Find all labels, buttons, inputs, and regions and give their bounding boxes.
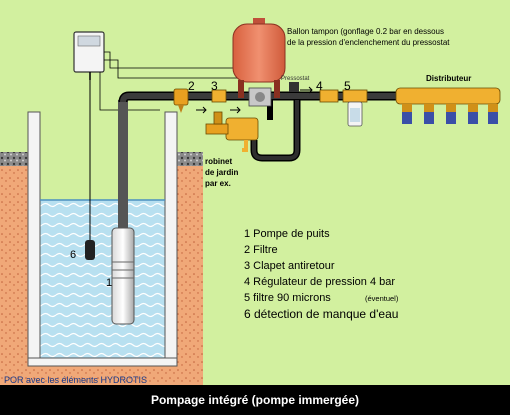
legend-item-2: 2 Filtre (244, 244, 278, 256)
loop-pipe (250, 100, 301, 162)
flow-arrows (196, 86, 313, 114)
pressure-switch (289, 82, 299, 92)
credit: POR avec les éléments HYDROTIS (4, 375, 147, 385)
legend-item-6: 6 détection de manque d'eau (244, 307, 398, 321)
garden-tap-label-1: robinet (205, 157, 232, 166)
garden-tap (205, 111, 259, 152)
legend-item-4: 4 Régulateur de pression 4 bar (244, 276, 395, 288)
garden-tap-label-2: de jardin (205, 168, 238, 177)
well-pump-diagram: Ballon tampon (gonflage 0.2 bar en desso… (0, 0, 510, 385)
filter-2 (173, 88, 189, 113)
micron-filter-5 (342, 89, 368, 127)
legend-item-3: 3 Clapet antiretour (244, 260, 335, 272)
main-pipe (118, 91, 400, 103)
check-valve-3 (211, 89, 227, 103)
pipe-number-5: 5 (344, 79, 351, 93)
pipe-number-4: 4 (316, 79, 323, 93)
legend: 1 Pompe de puits 2 Filtre 3 Clapet antir… (244, 228, 399, 321)
pipe-number-2: 2 (188, 79, 195, 93)
ground (0, 152, 203, 385)
tank-note-line-1: Ballon tampon (gonflage 0.2 bar en desso… (287, 27, 444, 36)
garden-tap-label-3: par ex. (205, 179, 231, 188)
distributor-label: Distributeur (426, 74, 471, 83)
legend-item-1: 1 Pompe de puits (244, 228, 330, 240)
legend-note: (éventuel) (365, 294, 399, 303)
caption: Pompage intégré (pompe immergée) (0, 385, 510, 415)
well-shaft (27, 111, 178, 367)
control-box (73, 31, 105, 80)
tank-valve (248, 87, 272, 107)
sensor-number: 6 (70, 249, 76, 261)
pump-assembly (111, 100, 135, 325)
pipe-number-3: 3 (211, 79, 218, 93)
pump-number: 1 (106, 277, 112, 289)
distributor (395, 87, 501, 124)
legend-item-5: 5 filtre 90 microns (244, 292, 331, 304)
water-level-sensor (85, 72, 95, 260)
regulator-4 (319, 89, 339, 103)
tank-note-line-2: de la pression d'enclenchement du presso… (287, 38, 450, 47)
buffer-tank (232, 18, 286, 98)
pressostat-label: Pressostat (281, 76, 310, 82)
